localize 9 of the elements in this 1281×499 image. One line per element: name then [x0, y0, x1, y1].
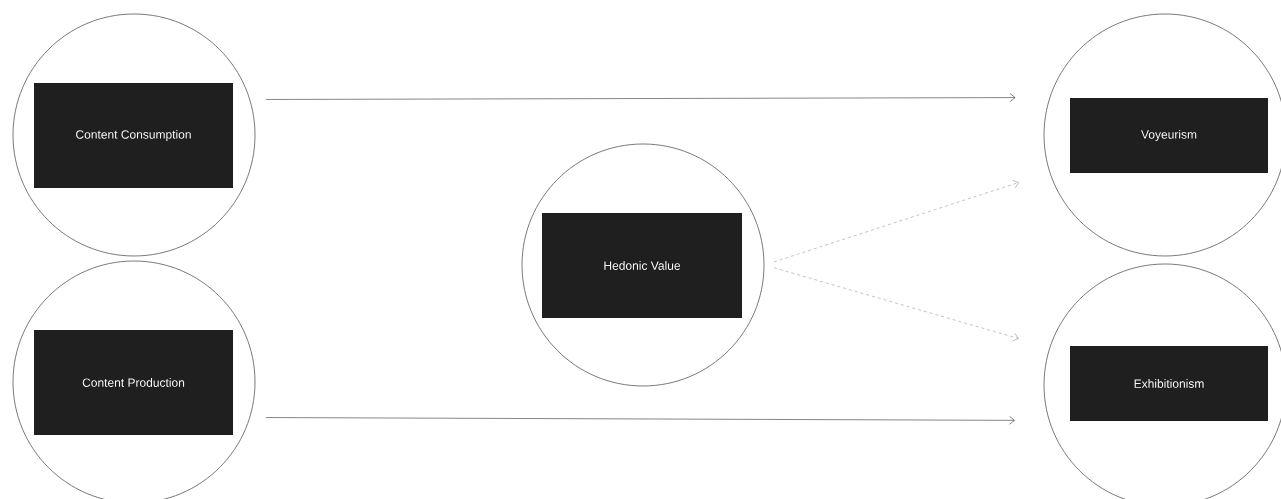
label-box: Exhibitionism [1070, 346, 1268, 421]
arrow [773, 179, 1019, 263]
label-box: Content Production [34, 330, 233, 435]
arrow [773, 267, 1019, 342]
label-box: Voyeurism [1070, 98, 1268, 173]
label-box: Content Consumption [34, 83, 233, 188]
label-box: Hedonic Value [542, 213, 742, 318]
arrow [265, 93, 1016, 102]
arrow [265, 416, 1015, 425]
